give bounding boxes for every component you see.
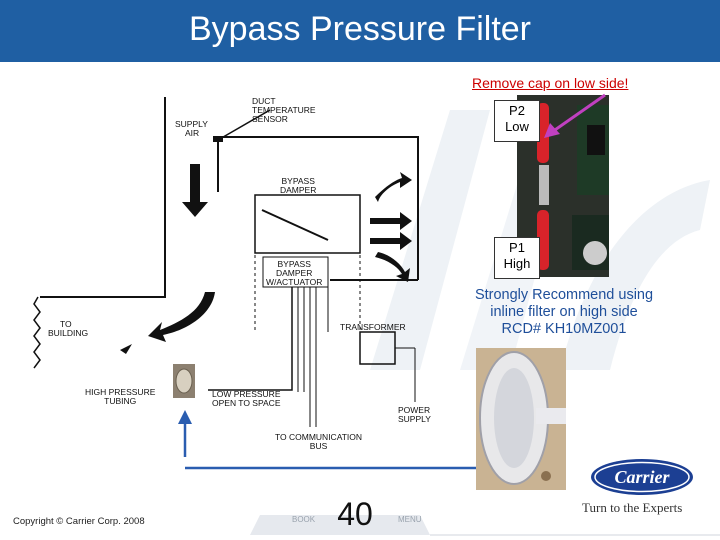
remove-cap-note: Remove cap on low side!	[472, 75, 629, 91]
copyright-text: Copyright © Carrier Corp. 2008	[13, 516, 145, 527]
page-number: 40	[337, 496, 373, 532]
footer-bar	[250, 515, 720, 536]
pointer-arrow	[544, 93, 606, 138]
title-bar	[0, 0, 720, 62]
transformer-label: TRANSFORMER	[340, 322, 406, 332]
svg-text:Carrier: Carrier	[614, 467, 670, 487]
bypass-schematic	[33, 97, 419, 457]
inline-filter-photo	[476, 348, 566, 490]
recommendation-note: Strongly Recommend using inline filter o…	[474, 287, 654, 337]
feed-line	[185, 466, 478, 470]
slide-title: Bypass Pressure Filter	[189, 10, 531, 48]
menu-button[interactable]: MENU	[398, 515, 422, 524]
book-button[interactable]: BOOK	[292, 515, 316, 524]
tagline: Turn to the Experts	[582, 500, 683, 515]
carrier-logo: Carrier	[591, 459, 693, 495]
